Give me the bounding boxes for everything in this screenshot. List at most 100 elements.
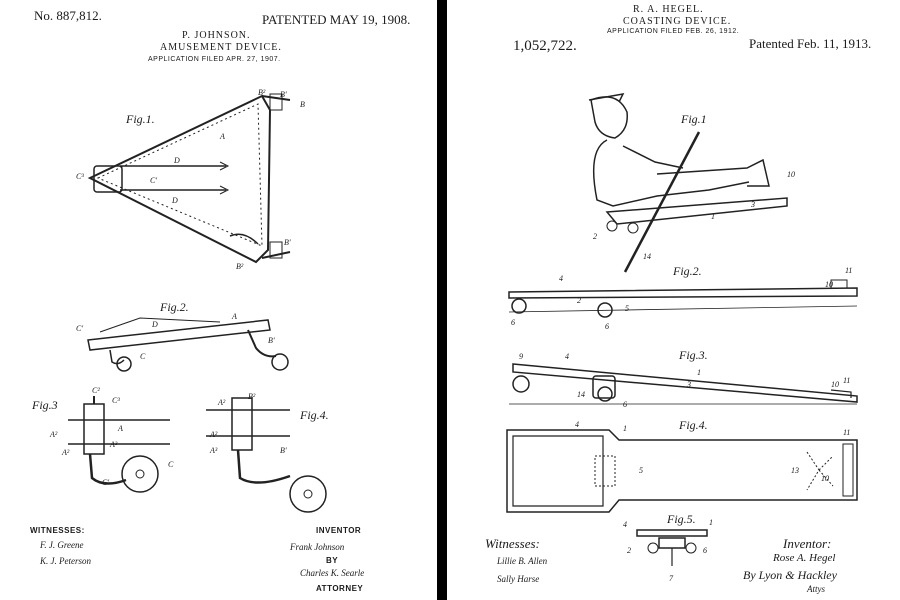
part-label: 9 — [519, 352, 523, 361]
application-filed: APPLICATION FILED APR. 27, 1907. — [148, 56, 281, 63]
part-label: C' — [76, 324, 84, 333]
fig2-label: Fig.2. — [673, 264, 702, 278]
by-label: BY — [326, 556, 339, 565]
part-label: 3 — [751, 200, 755, 209]
part-label: C³ — [76, 172, 84, 181]
application-filed: APPLICATION FILED FEB. 26, 1912. — [607, 28, 740, 35]
part-label: 10 — [831, 380, 839, 389]
witnesses-label: WITNESSES: — [30, 526, 85, 535]
part-label: C' — [102, 478, 110, 487]
patent-number: No. 887,812. — [34, 8, 102, 23]
part-label: 1 — [623, 424, 627, 433]
part-label: 3 — [687, 380, 691, 389]
part-label: 2 — [593, 232, 597, 241]
invention-title: AMUSEMENT DEVICE. — [160, 42, 282, 53]
attorney-label: ATTORNEY — [316, 584, 364, 593]
inventor-label: Inventor: — [783, 536, 832, 551]
part-label: 2 — [577, 296, 581, 305]
part-label: A — [118, 424, 123, 433]
witness-signature-1: F. J. Greene — [40, 540, 84, 550]
part-label: 4 — [575, 420, 579, 429]
fig1-label: Fig.1. — [126, 112, 155, 126]
inventor-label: INVENTOR — [316, 526, 362, 535]
witness-signature-2: Sally Harse — [497, 574, 540, 584]
inventor-signature: Frank Johnson — [290, 542, 345, 552]
part-label: B² — [248, 392, 256, 401]
part-label: A² — [50, 430, 58, 439]
patent-number: 1,052,722. — [513, 38, 577, 54]
part-label: 4 — [559, 274, 563, 283]
part-label: B' — [268, 336, 275, 345]
inventor-signature: Rose A. Hegel — [773, 552, 836, 564]
part-label: 1 — [697, 368, 701, 377]
fig3-inclined — [509, 364, 857, 404]
part-label: B' — [280, 446, 287, 455]
by-signature: By Lyon & Hackley — [743, 568, 837, 582]
part-label: 5 — [625, 304, 629, 313]
inventor-name: P. JOHNSON. — [182, 30, 251, 41]
amusement-device-drawing — [0, 0, 437, 600]
attorney-signature: Charles K. Searle — [300, 568, 365, 578]
inventor-name: R. A. HEGEL. — [633, 4, 704, 15]
part-label: 2 — [627, 546, 631, 555]
part-label: 1 — [709, 518, 713, 527]
part-label: D — [174, 156, 180, 165]
part-label: B² — [258, 88, 266, 97]
invention-title: COASTING DEVICE. — [623, 16, 732, 27]
fig4-section — [206, 398, 326, 512]
fig3-label: Fig.3. — [679, 348, 708, 362]
fig4-label: Fig.4. — [679, 418, 708, 432]
part-label: A² — [210, 430, 218, 439]
fig1-triangle-sled — [90, 94, 290, 262]
part-label: A² — [62, 448, 70, 457]
fig5-end-view — [637, 530, 707, 566]
part-label: C² — [92, 386, 100, 395]
fig3-section — [68, 396, 170, 492]
fig2-side-elevation — [509, 280, 857, 317]
part-label: 10 — [825, 280, 833, 289]
part-label: 6 — [703, 546, 707, 555]
part-label: 4 — [565, 352, 569, 361]
part-label: B — [300, 100, 305, 109]
fig2-label: Fig.2. — [160, 300, 189, 314]
part-label: 13 — [791, 466, 799, 475]
part-label: D — [152, 320, 158, 329]
fig4-label: Fig.4. — [300, 408, 329, 422]
part-label: A — [232, 312, 237, 321]
part-label: 14 — [643, 252, 651, 261]
part-label: 11 — [845, 266, 853, 275]
part-label: C' — [150, 176, 158, 185]
part-label: C — [140, 352, 146, 361]
part-label: A — [220, 132, 225, 141]
part-label: C — [168, 460, 174, 469]
part-label: A³ — [210, 446, 218, 455]
part-label: B² — [236, 262, 244, 271]
part-label: 6 — [623, 400, 627, 409]
part-label: A³ — [110, 440, 118, 449]
coasting-device-drawing — [447, 0, 900, 600]
part-label: 6 — [605, 322, 609, 331]
witnesses-label: Witnesses: — [485, 536, 540, 551]
part-label: D — [172, 196, 178, 205]
right-patent-sheet: R. A. HEGEL. COASTING DEVICE. APPLICATIO… — [447, 0, 900, 600]
fig1-label: Fig.1 — [681, 112, 707, 126]
part-label: 10 — [787, 170, 795, 179]
part-label: 14 — [577, 390, 585, 399]
part-label: B' — [284, 238, 291, 247]
part-label: 10 — [821, 474, 829, 483]
part-label: C³ — [112, 396, 120, 405]
part-label: 11 — [843, 428, 851, 437]
part-label: 11 — [843, 376, 851, 385]
part-label: 5 — [639, 466, 643, 475]
fig3-label: Fig.3 — [32, 398, 58, 412]
fig5-label: Fig.5. — [667, 512, 696, 526]
fig2-side-view — [88, 318, 288, 371]
part-label: 7 — [669, 574, 673, 583]
witness-signature-2: K. J. Peterson — [40, 556, 91, 566]
fig1-rider — [589, 94, 787, 272]
part-label: B' — [280, 90, 287, 99]
left-patent-sheet: No. 887,812. PATENTED MAY 19, 1908. P. J… — [0, 0, 437, 600]
witness-signature-1: Lillie B. Allen — [497, 556, 548, 566]
patent-date: PATENTED MAY 19, 1908. — [262, 12, 411, 27]
part-label: 6 — [511, 318, 515, 327]
